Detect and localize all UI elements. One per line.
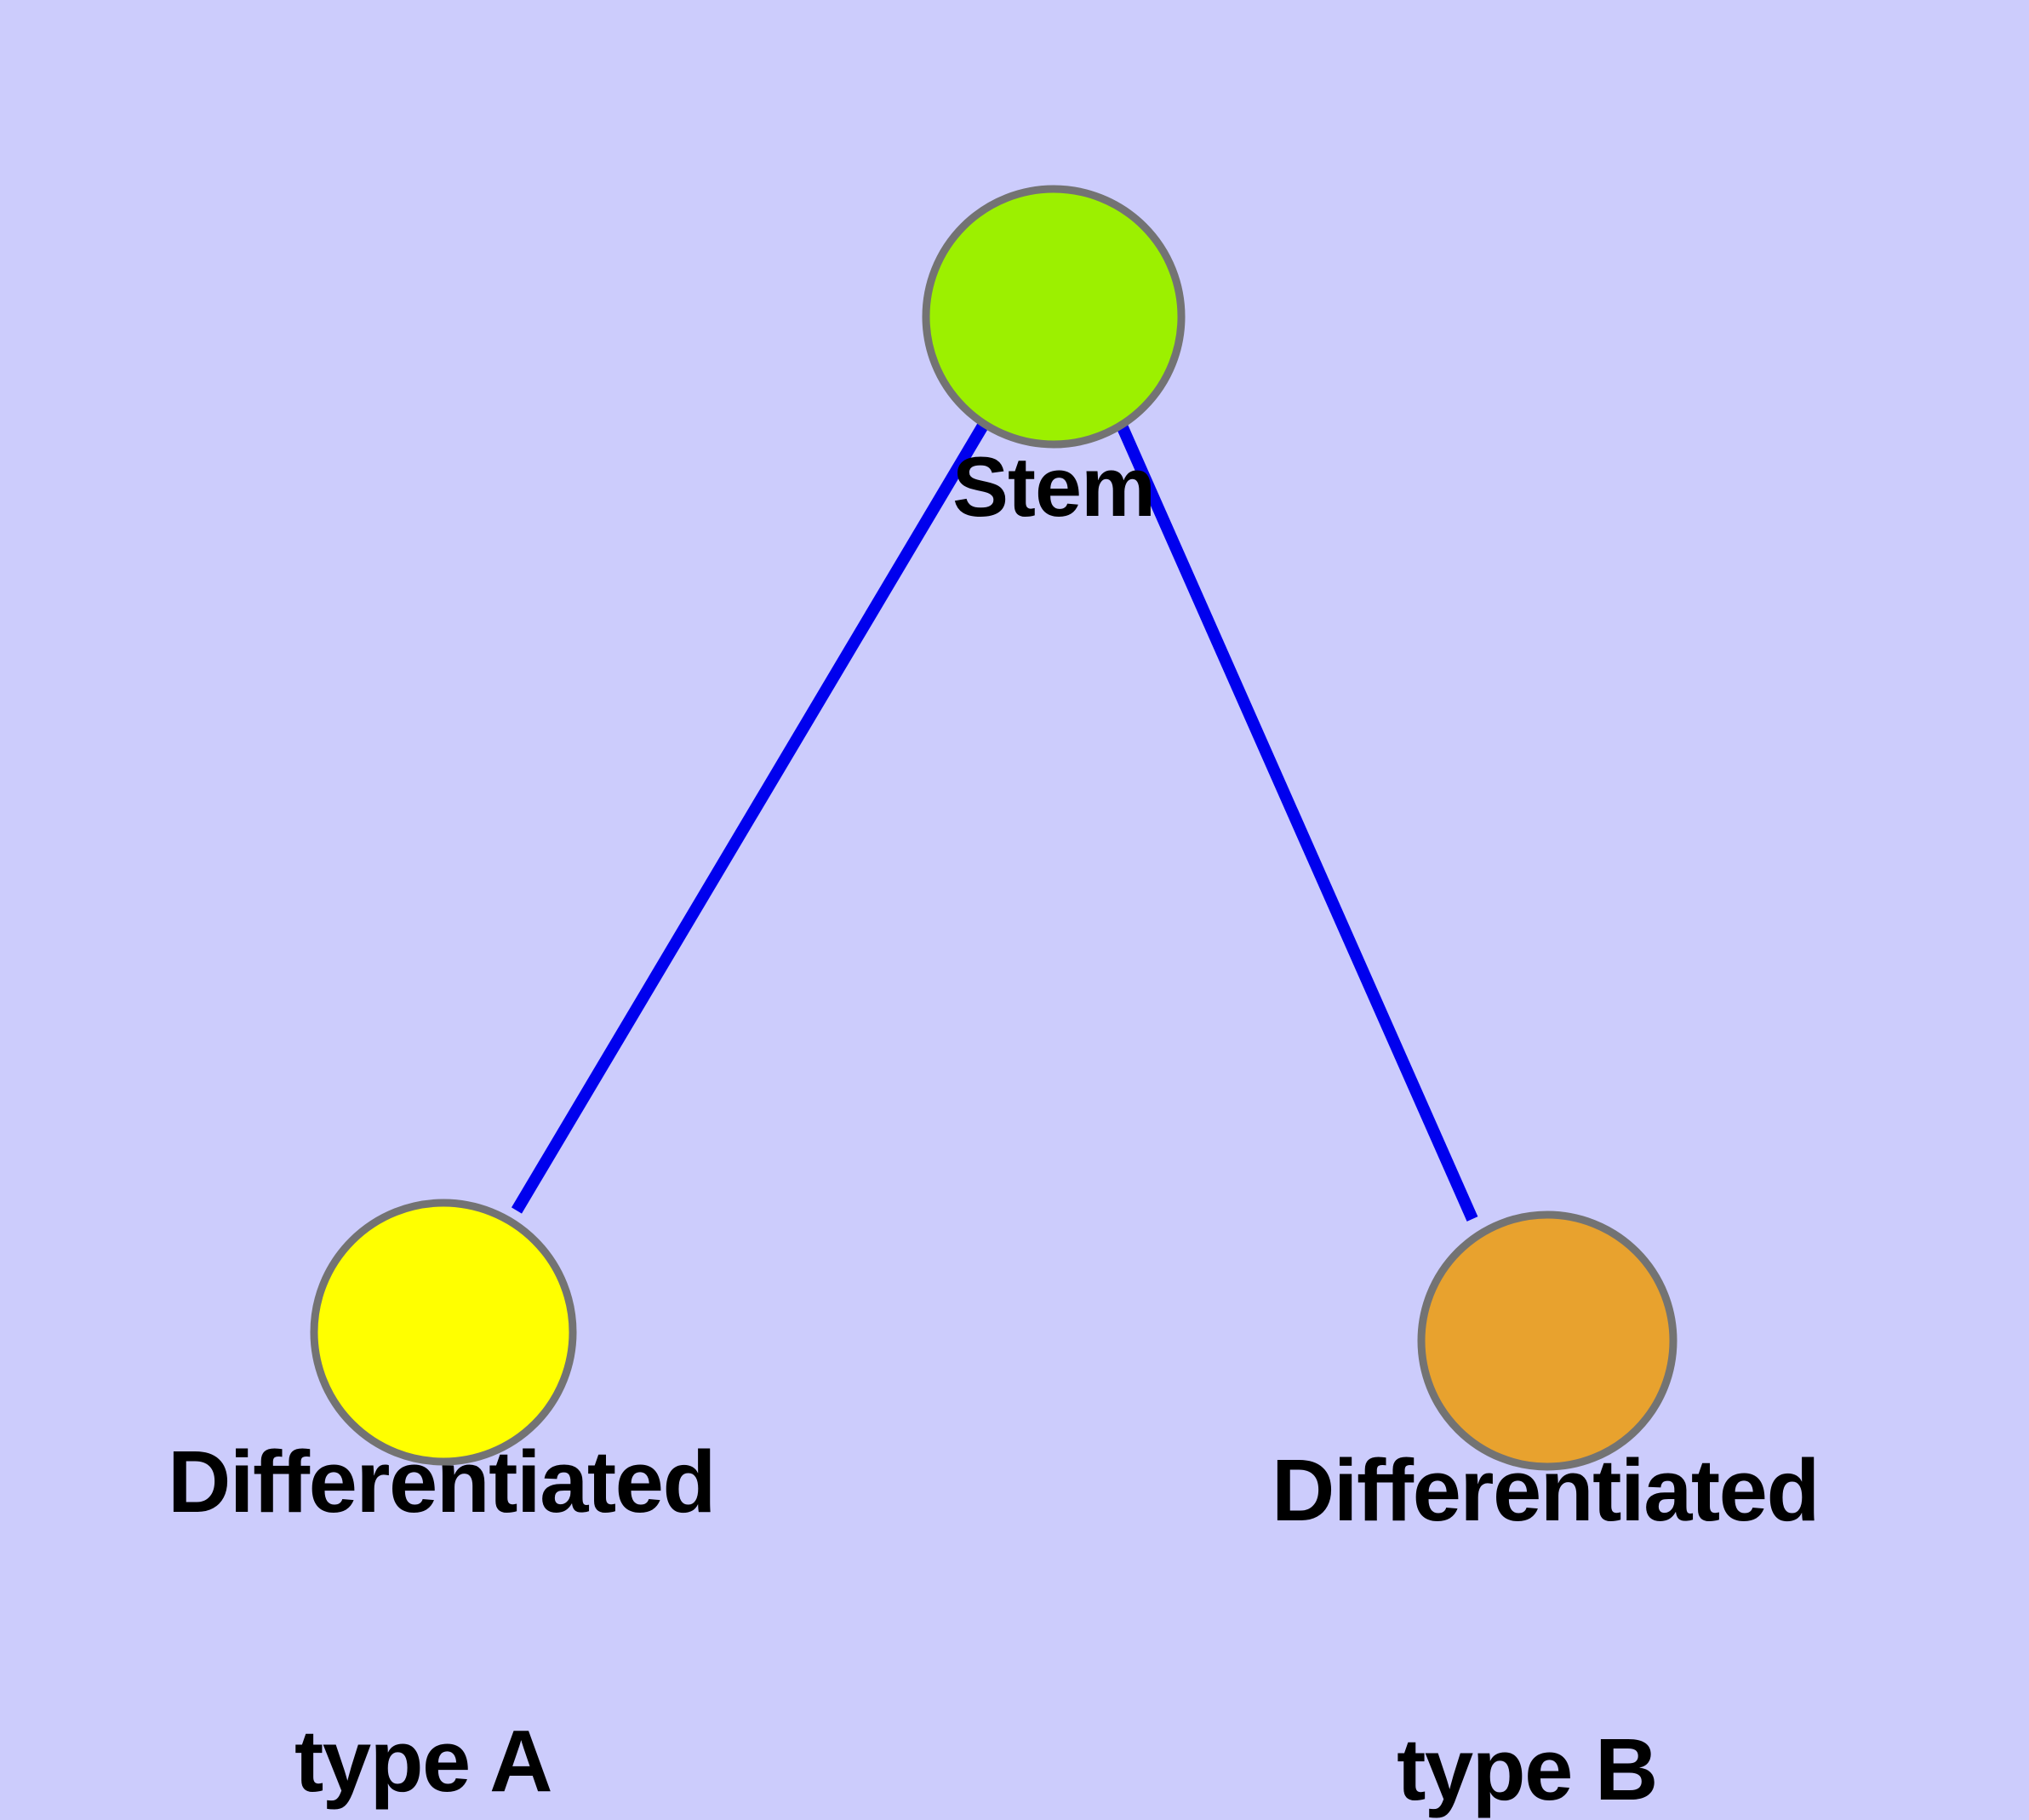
edge-stem-to-differentiated-type-b[interactable] bbox=[1116, 423, 1478, 1222]
nodes-group bbox=[310, 185, 1677, 1471]
edge-stem-to-differentiated-type-a[interactable] bbox=[511, 422, 989, 1214]
node-differentiated-type-a[interactable] bbox=[310, 1199, 577, 1466]
node-differentiated-type-b[interactable] bbox=[1417, 1210, 1677, 1471]
node-stem[interactable] bbox=[922, 185, 1186, 449]
edges-group bbox=[511, 422, 1478, 1222]
